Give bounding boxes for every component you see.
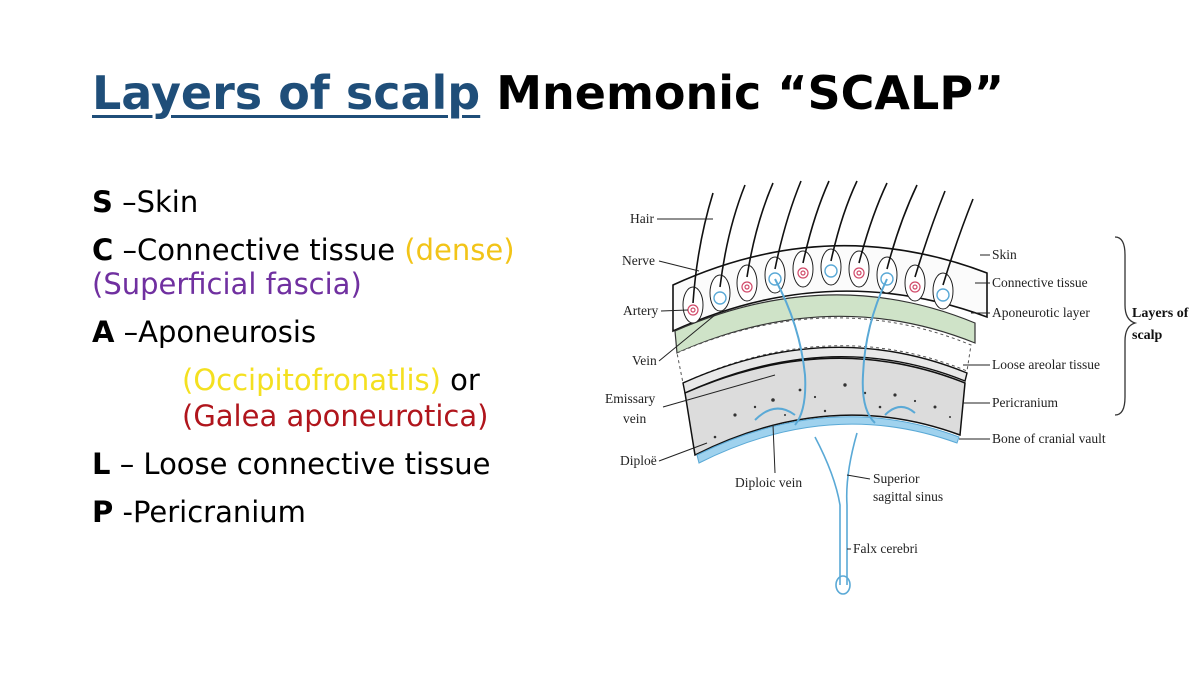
label-vein: Vein (632, 353, 657, 368)
label-loose-areolar: Loose areolar tissue (992, 357, 1100, 372)
mnemonic-list: S –Skin C –Connective tissue (dense) (Su… (92, 183, 515, 531)
letter-a: A (92, 315, 115, 349)
label-falx-cerebri: Falx cerebri (853, 541, 918, 556)
letter-l: L (92, 447, 111, 481)
label-sagittal-sinus: sagittal sinus (873, 489, 943, 504)
label-emissary: Emissary (605, 391, 655, 406)
inner-table (696, 416, 960, 464)
text-occipitofrontalis: (Occipitofronatlis) (182, 363, 441, 397)
label-aponeurotic: Aponeurotic layer (992, 305, 1090, 320)
text-skin: –Skin (122, 185, 199, 219)
mnemonic-l: L – Loose connective tissue (92, 445, 515, 483)
falx-cerebri (814, 432, 858, 595)
letter-p: P (92, 495, 114, 529)
veins (713, 264, 950, 305)
label-layers-of: Layers of (1132, 306, 1189, 321)
mnemonic-a: A –Aponeurosis (92, 313, 515, 351)
mnemonic-c: C –Connective tissue (dense) (92, 231, 515, 269)
text-aponeurosis: –Aponeurosis (123, 315, 317, 349)
text-connective: –Connective tissue (122, 233, 405, 267)
label-superior: Superior (873, 471, 920, 486)
text-loose: – Loose connective tissue (119, 447, 491, 481)
mnemonic-s: S –Skin (92, 183, 515, 221)
text-galea: (Galea aponeurotica) (182, 399, 489, 433)
aponeurotic-band (674, 294, 976, 354)
bone-speckles (713, 383, 951, 439)
title-mnemonic: Mnemonic “SCALP” (496, 66, 1005, 120)
slide-title: Layers of scalp Mnemonic “SCALP” (92, 66, 1004, 120)
label-diploe: Diploë (620, 453, 657, 468)
bone-band (684, 357, 966, 457)
pericranium-band (682, 346, 968, 395)
text-superficial-fascia: (Superficial fascia) (92, 267, 362, 301)
scalp-layers-diagram: Hair Nerve Artery Vein Emissary vein Dip… (605, 180, 1189, 595)
emissary-veins (754, 278, 916, 426)
text-or: or (440, 363, 480, 397)
mnemonic-a-note1: (Occipitofronatlis) or (92, 361, 515, 399)
bottom-labels: Diploic vein Superior sagittal sinus Fal… (735, 424, 943, 556)
label-hair: Hair (630, 211, 654, 226)
mnemonic-p: P -Pericranium (92, 493, 515, 531)
label-scalp: scalp (1132, 328, 1163, 343)
text-pericranium: -Pericranium (122, 495, 306, 529)
brace (1114, 236, 1138, 416)
label-artery: Artery (623, 303, 658, 318)
letter-s: S (92, 185, 113, 219)
label-nerve: Nerve (622, 253, 655, 268)
label-connective: Connective tissue (992, 275, 1088, 290)
label-emissary-vein: vein (623, 411, 646, 426)
left-labels: Hair Nerve Artery Vein Emissary vein Dip… (605, 211, 776, 468)
hairs (692, 180, 974, 304)
label-bone: Bone of cranial vault (992, 431, 1106, 446)
right-labels: Skin Connective tissue Aponeurotic layer… (959, 247, 1106, 446)
label-pericranium: Pericranium (992, 395, 1058, 410)
loose-areolar-band (676, 317, 972, 384)
letter-c: C (92, 233, 114, 267)
title-underlined: Layers of scalp (92, 66, 481, 120)
label-skin: Skin (992, 247, 1017, 262)
label-diploic-vein: Diploic vein (735, 475, 802, 490)
text-dense: (dense) (404, 233, 515, 267)
